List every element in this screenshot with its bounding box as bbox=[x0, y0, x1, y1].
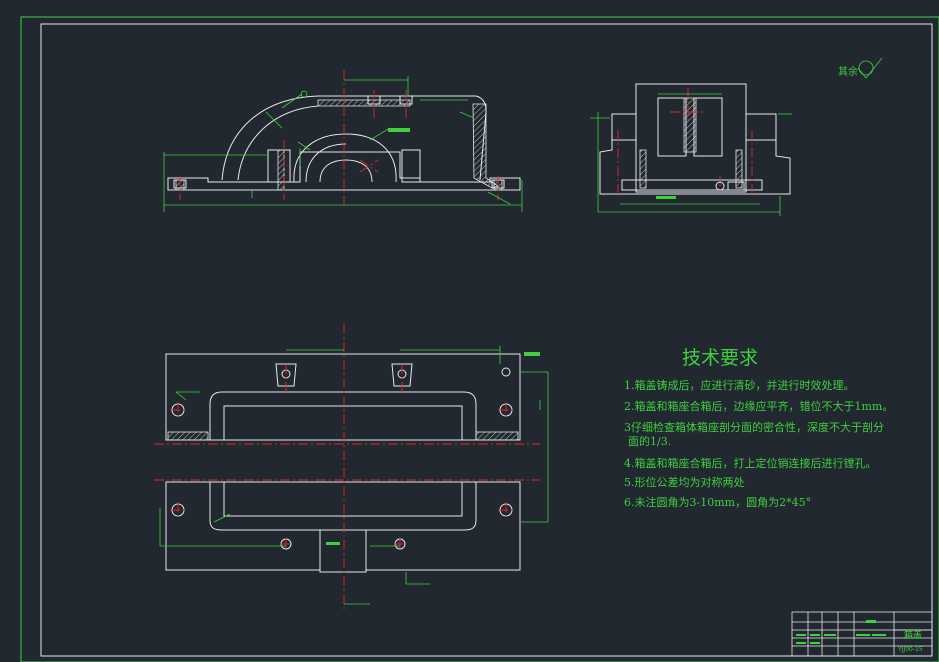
front-view bbox=[163, 70, 523, 212]
tech-req-item: 3仔细检查箱体箱座剖分面的密合性，深度不大于剖分 bbox=[624, 420, 884, 434]
title-block-drawing-no: YJJ00-15 bbox=[897, 646, 923, 653]
top-view bbox=[154, 324, 549, 612]
side-view bbox=[590, 83, 792, 216]
tech-req-item: 面的1/3. bbox=[628, 434, 671, 448]
tech-req-title: 技术要求 bbox=[682, 347, 758, 369]
tech-req-item: 2.箱盖和箱座合箱后，边缘应平齐，错位不大于1mm。 bbox=[624, 399, 893, 413]
title-block: 箱盖 YJJ00-15 bbox=[791, 611, 933, 657]
sheet-border-outer bbox=[20, 16, 939, 662]
title-block-part-name: 箱盖 bbox=[904, 629, 922, 641]
tech-req-item: 1.箱盖铸成后，应进行清砂，并进行时效处理。 bbox=[624, 378, 855, 392]
sheet-border-inner bbox=[40, 23, 933, 657]
tech-req-item: 6.未注圆角为3-10mm，圆角为2*45° bbox=[624, 495, 811, 509]
tech-req-item: 4.箱盖和箱座合箱后，打上定位销连接后进行镗孔。 bbox=[624, 456, 877, 470]
roughness-note: 其余 bbox=[838, 65, 858, 78]
roughness-symbol: 其余 bbox=[838, 57, 883, 79]
tech-requirements: 技术要求 1.箱盖铸成后，应进行清砂，并进行时效处理。 2.箱盖和箱座合箱后，边… bbox=[624, 347, 893, 509]
tech-req-item: 5.形位公差均为对称两处 bbox=[624, 475, 745, 489]
